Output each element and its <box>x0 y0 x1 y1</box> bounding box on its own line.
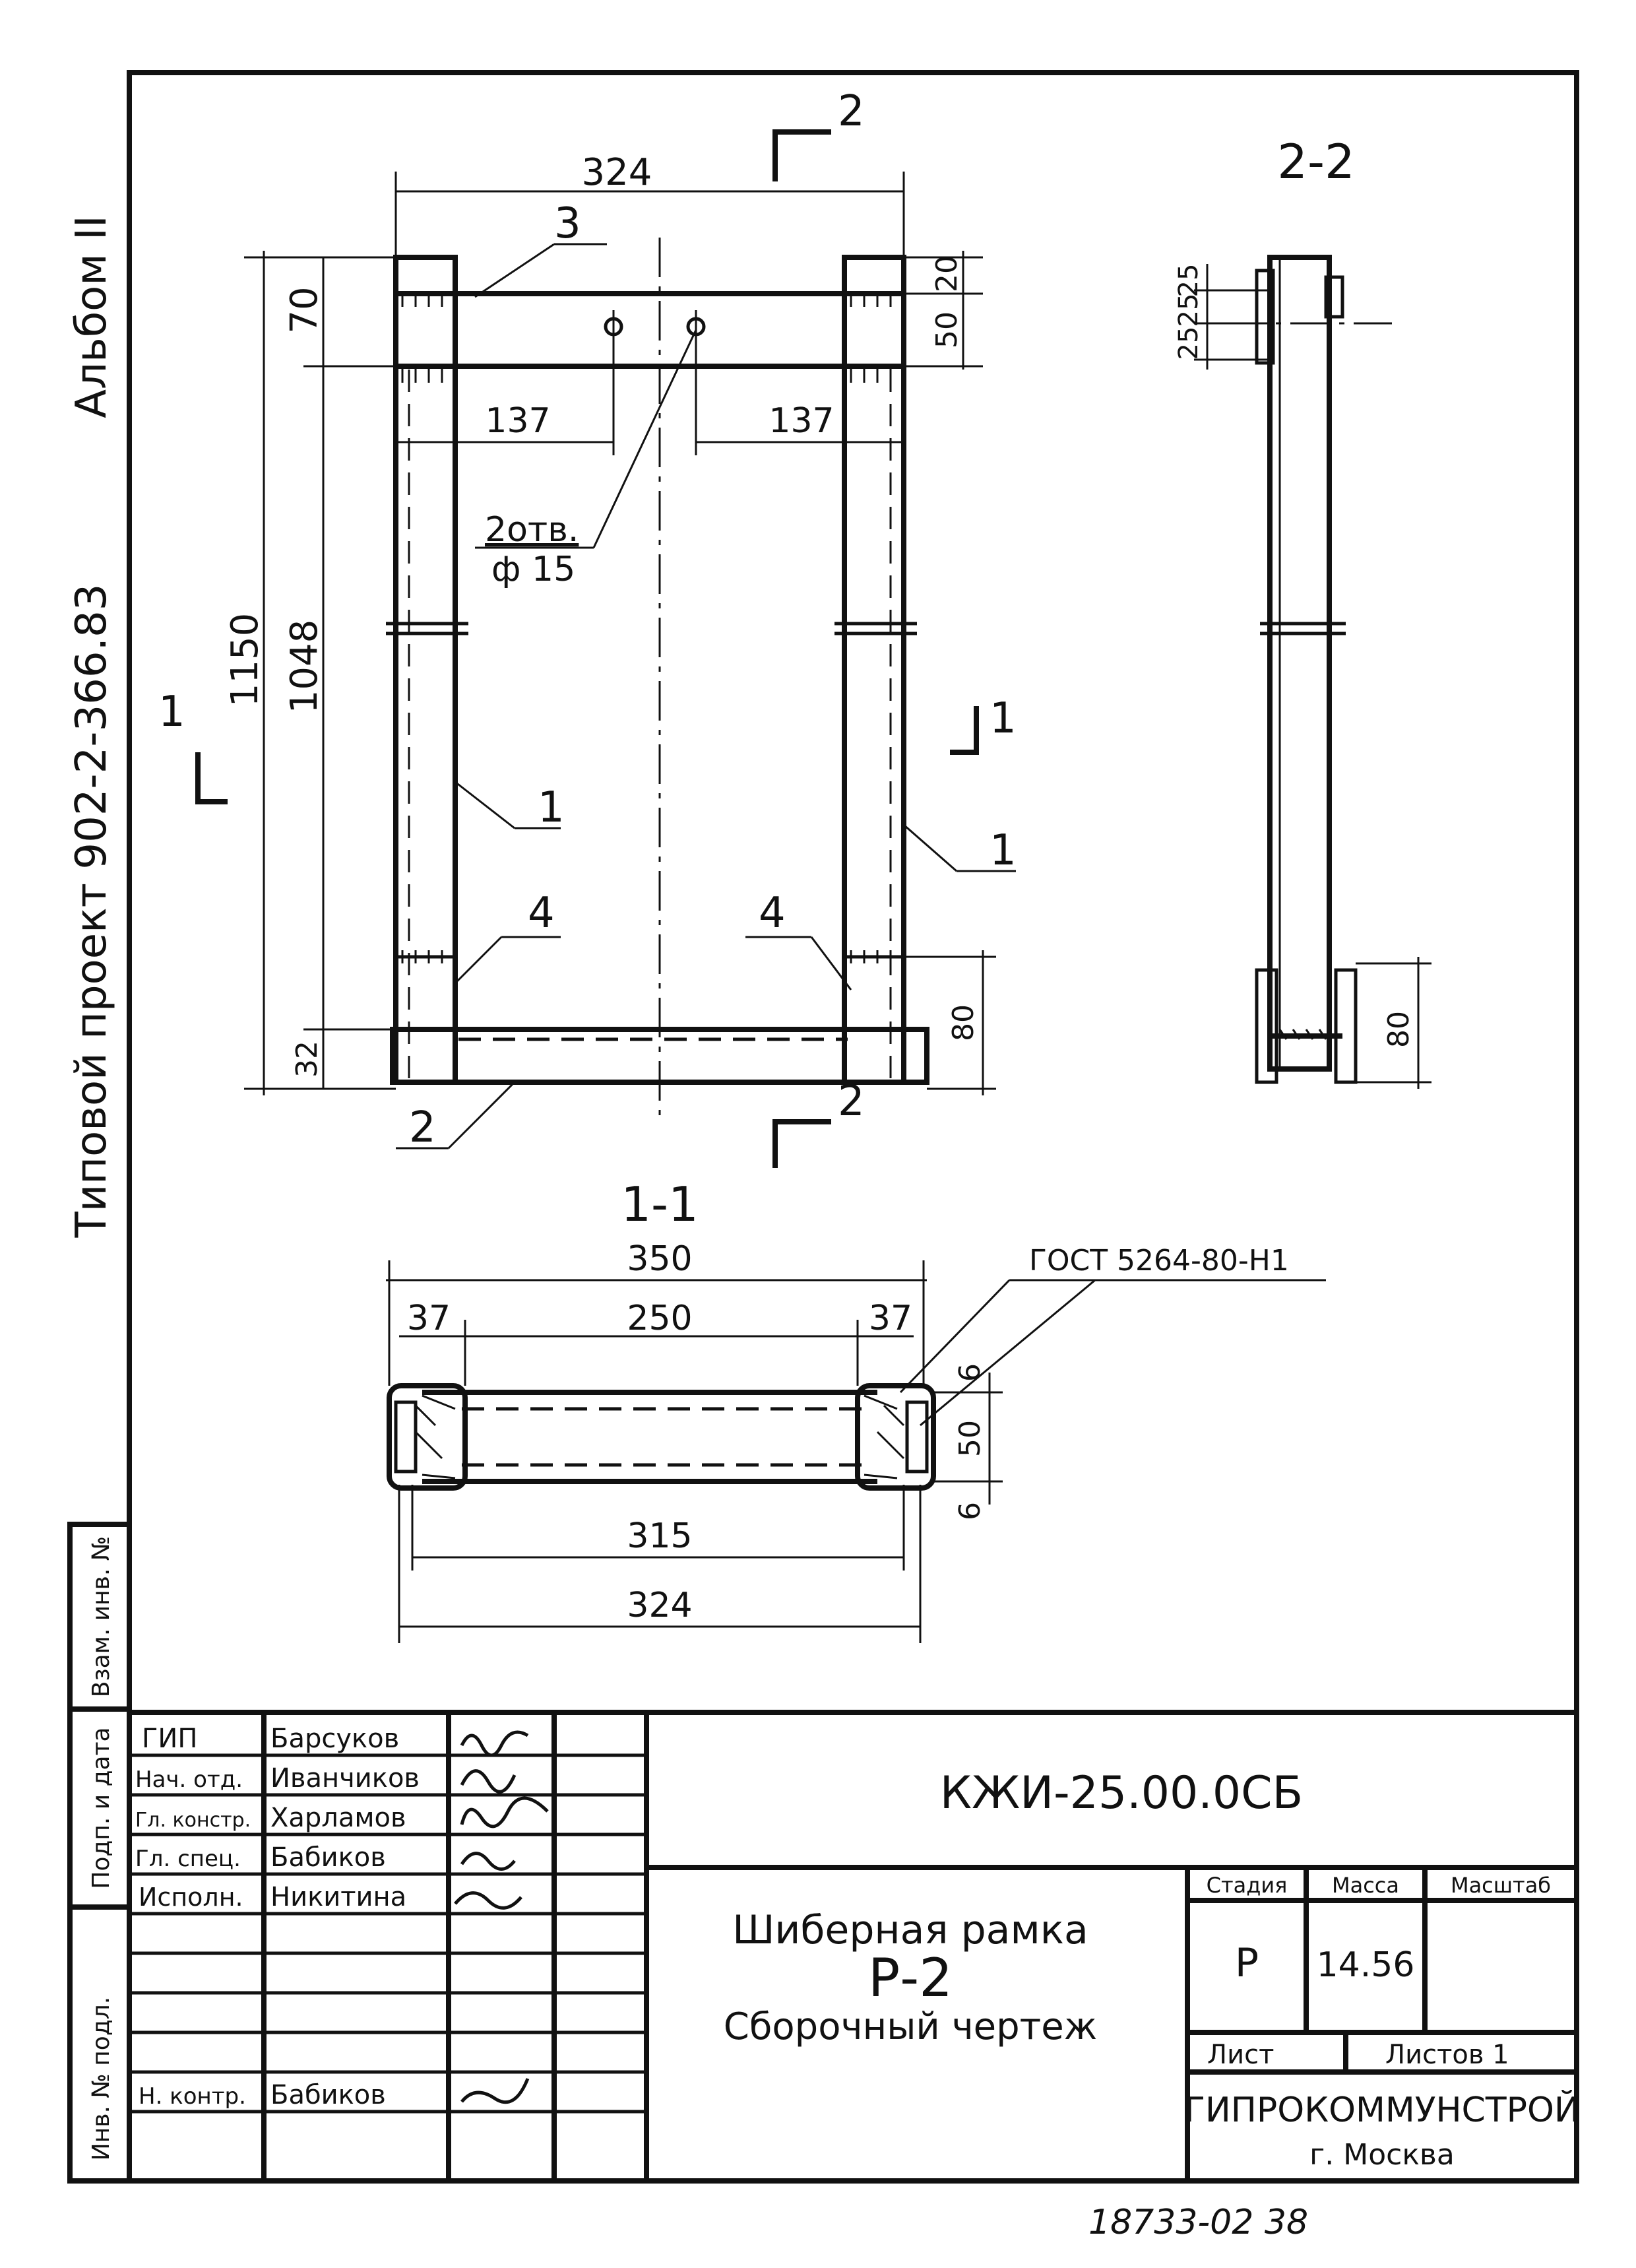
strip-sign-label: Подп. и дата <box>88 1727 115 1889</box>
tb-role-3: Гл. спец. <box>135 1846 241 1872</box>
dim-offset-left: 137 <box>485 401 550 441</box>
dim-band-20: 20 <box>930 255 964 292</box>
dim-offset-right: 137 <box>769 401 834 441</box>
sheets-label: Листов 1 <box>1385 2040 1509 2070</box>
project-caption: Типовой проект 902-2-366.83 <box>67 584 116 1239</box>
footer-archive-number: 18733-02 38 <box>1088 2203 1308 2242</box>
sheet-label: Лист <box>1207 2040 1274 2070</box>
tb-name-0: Барсуков <box>270 1724 399 1754</box>
weld-standard-note: ГОСТ 5264-80-Н1 <box>1029 1244 1289 1278</box>
dim-bottom-right: 80 <box>947 1004 980 1041</box>
section-2-2-view: 2-2 25 25 25 80 <box>1174 134 1432 1089</box>
drawing-title: Шиберная рамка <box>732 1907 1088 1953</box>
part-3: 3 <box>554 199 581 248</box>
tb-role-4: Исполн. <box>139 1883 243 1912</box>
document-code: КЖИ-25.00.0СБ <box>940 1767 1304 1819</box>
section-1-1-dim-thick-bottom: 6 <box>953 1502 987 1520</box>
drawing-mark: Р-2 <box>868 1947 953 2009</box>
dim-top-offset: 70 <box>283 286 326 333</box>
dim-bottom-height: 32 <box>290 1041 324 1078</box>
organization-name: ГИПРОКОММУНСТРОЙ <box>1184 2090 1580 2130</box>
front-view-dimensions <box>195 129 1016 1168</box>
signature-marks <box>454 1730 549 2104</box>
section-1-1-view: 1-1 350 37 <box>386 1177 1326 1643</box>
section-2-2-dim-c: 25 <box>1174 327 1204 360</box>
tb-name-2: Харламов <box>270 1803 406 1833</box>
dim-overall-width: 324 <box>582 151 652 194</box>
section-2-2-dim-bottom: 80 <box>1382 1011 1416 1048</box>
tb-role-2: Гл. констр. <box>135 1809 251 1832</box>
section-2-bottom: 2 <box>838 1077 865 1126</box>
holes-diameter: ф 15 <box>491 550 575 589</box>
section-2-2-dim-a: 25 <box>1174 264 1204 298</box>
front-view <box>386 238 929 1122</box>
stage-value: Р <box>1235 1940 1259 1986</box>
col-scale: Масштаб <box>1451 1873 1551 1898</box>
section-1-1-dim-flange-left: 37 <box>407 1299 451 1338</box>
section-2-2-title: 2-2 <box>1277 134 1355 189</box>
strip-inv-label: Инв. № подл. <box>88 1997 115 2160</box>
album-caption: Альбом II <box>67 215 116 418</box>
tb-name-3: Бабиков <box>270 1842 386 1873</box>
section-1-right: 1 <box>990 694 1017 743</box>
section-2-2-dim-b: 25 <box>1174 294 1204 327</box>
part-2: 2 <box>409 1103 436 1152</box>
tb-name-4: Никитина <box>270 1882 406 1912</box>
section-2-top: 2 <box>838 87 865 136</box>
part-1-right: 1 <box>990 826 1017 875</box>
strip-replace-label: Взам. инв. № <box>88 1536 115 1697</box>
section-1-1-title: 1-1 <box>621 1177 699 1232</box>
part-4-right: 4 <box>759 889 786 938</box>
section-1-1-dim-inner: 315 <box>627 1516 692 1556</box>
section-1-1-dim-middle: 250 <box>627 1299 692 1338</box>
section-1-left: 1 <box>158 688 185 736</box>
tb-role-1: Нач. отд. <box>135 1766 243 1793</box>
organization-city: г. Москва <box>1309 2138 1455 2172</box>
tb-role-0: ГИП <box>142 1724 197 1754</box>
part-4-left: 4 <box>528 889 555 938</box>
tb-name-1: Иванчиков <box>270 1763 420 1794</box>
dim-inner-height: 1048 <box>283 620 326 714</box>
section-1-1-dim-outer: 324 <box>627 1586 692 1625</box>
section-1-1-dim-height: 50 <box>953 1420 987 1457</box>
drawing-subtitle: Сборочный чертеж <box>724 2005 1097 2048</box>
section-1-1-dim-overall: 350 <box>627 1239 692 1279</box>
front-view-labels: 324 1150 1048 70 20 50 137 137 2отв. ф 1… <box>158 87 1017 1152</box>
dim-band-50: 50 <box>930 311 964 348</box>
left-strip: Инв. № подл. Подп. и дата Взам. инв. № <box>67 1522 132 2184</box>
section-1-1-dim-thick-top: 6 <box>953 1363 987 1382</box>
tb-name-5: Бабиков <box>270 2080 386 2110</box>
holes-label: 2отв. <box>485 510 579 550</box>
dim-overall-height: 1150 <box>224 613 267 707</box>
section-1-1-dim-flange-right: 37 <box>869 1299 912 1338</box>
col-mass: Масса <box>1332 1873 1399 1898</box>
mass-value: 14.56 <box>1317 1945 1415 1985</box>
tb-role-5: Н. контр. <box>139 2083 246 2110</box>
title-block: ГИП Барсуков Нач. отд. Иванчиков Гл. кон… <box>127 1710 1580 2184</box>
col-stage: Стадия <box>1207 1873 1288 1898</box>
part-1-left: 1 <box>538 783 565 832</box>
